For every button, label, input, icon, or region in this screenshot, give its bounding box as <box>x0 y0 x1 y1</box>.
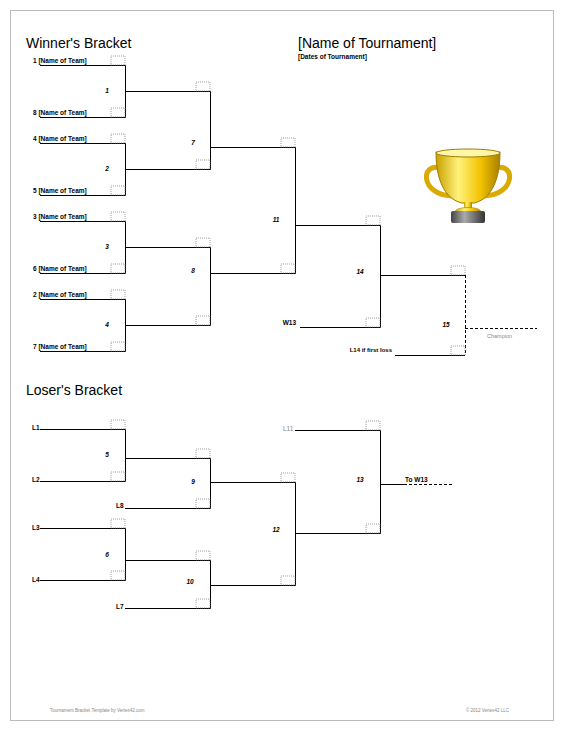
score-boxes <box>111 56 465 608</box>
team-label: 4 [Name of Team] <box>33 135 87 143</box>
game-number: 14 <box>356 268 363 276</box>
game-number: 8 <box>191 267 195 275</box>
loser-slot: L7 <box>116 603 124 611</box>
game-number: 6 <box>105 551 109 559</box>
dashed-lines <box>404 275 537 485</box>
loser-slot: L3 <box>32 524 40 532</box>
feed-label: W13 <box>283 319 296 327</box>
bracket-lines <box>40 66 465 609</box>
team-label: 1 [Name of Team] <box>33 57 87 65</box>
team-label: 6 [Name of Team] <box>33 265 87 273</box>
game-number: 15 <box>442 321 449 329</box>
tournament-title: [Name of Tournament] <box>298 35 436 52</box>
game-number: 7 <box>191 139 195 147</box>
game-number: 13 <box>356 476 363 484</box>
game-number: 12 <box>272 526 279 534</box>
game-number: 11 <box>273 216 280 224</box>
game-number: 5 <box>105 451 109 459</box>
trophy <box>426 149 509 223</box>
team-label: 5 [Name of Team] <box>33 187 87 195</box>
loser-slot: L11 <box>283 425 293 433</box>
loser-slot: L8 <box>116 502 124 510</box>
loser-slot: L2 <box>32 476 40 484</box>
footer-text: Tournament Bracket Template by Vertex42.… <box>50 708 144 714</box>
game-number: 4 <box>105 321 109 329</box>
section-heading: Loser's Bracket <box>26 382 122 399</box>
tournament-dates: [Dates of Tournament] <box>298 53 367 61</box>
team-label: 3 [Name of Team] <box>33 213 87 221</box>
loser-slot: L1 <box>32 424 40 432</box>
page-border <box>11 11 554 721</box>
game-number: 2 <box>105 165 109 173</box>
team-label: 2 [Name of Team] <box>33 291 87 299</box>
game-number: 3 <box>105 243 109 251</box>
game-number: 1 <box>105 87 109 95</box>
footer-text: © 2012 Vertex42 LLC <box>466 708 509 714</box>
section-heading: Winner's Bracket <box>26 35 131 52</box>
loser-slot: L4 <box>32 576 40 584</box>
team-label: 8 [Name of Team] <box>33 109 87 117</box>
team-label: 7 [Name of Team] <box>33 343 87 351</box>
feed-label: To W13 <box>405 476 428 484</box>
game-number: 9 <box>191 478 195 486</box>
feed-label: L14 if first loss <box>350 346 392 354</box>
champion-label: Champion <box>487 333 512 340</box>
game-number: 10 <box>186 578 193 586</box>
